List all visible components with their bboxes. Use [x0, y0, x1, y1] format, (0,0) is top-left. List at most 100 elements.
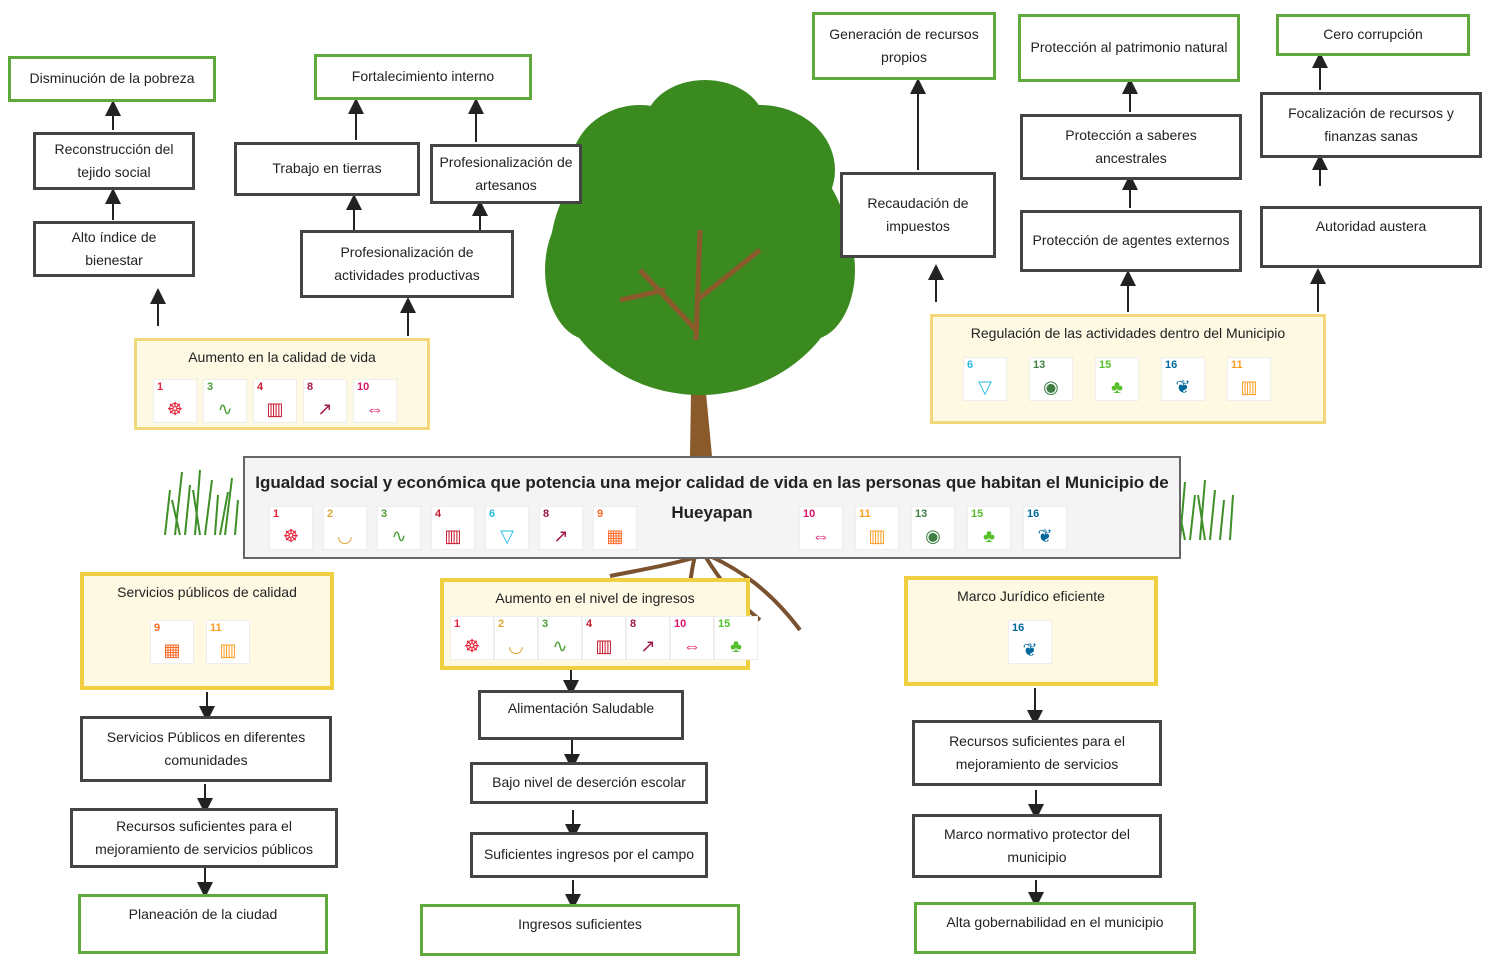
- box-label: Alimentación Saludable: [507, 700, 655, 716]
- sdg-glyph: ▥: [444, 526, 462, 546]
- box-marco-normativo: Marco normativo protector del municipio: [912, 814, 1162, 878]
- sdg-glyph: ▽: [500, 526, 514, 546]
- box-autoridad-austera: Autoridad austera: [1260, 206, 1482, 268]
- sdg-11-icon: 11 ▥: [1227, 357, 1271, 401]
- sdg-glyph: ▥: [1240, 377, 1258, 397]
- box-label: Recursos suficientes para el mejoramient…: [949, 732, 1125, 772]
- goal-alta-gobernabilidad: Alta gobernabilidad en el municipio: [914, 902, 1196, 954]
- box-recursos-servicios-publicos: Recursos suficientes para el mejoramient…: [70, 808, 338, 868]
- sdg-number: 1: [454, 618, 461, 630]
- sdg-10-icon: 10⇔: [670, 616, 714, 660]
- sdg-number: 1: [157, 381, 164, 393]
- box-label: Suficientes ingresos por el campo: [483, 846, 695, 863]
- sdg-number: 16: [1165, 359, 1178, 371]
- box-alimentacion-saludable: Alimentación Saludable: [478, 690, 684, 740]
- sdg-number: 13: [915, 508, 928, 520]
- sdg-10-icon: 10⇔: [353, 379, 397, 423]
- sdg-number: 9: [597, 508, 604, 520]
- sdg-number: 6: [489, 508, 496, 520]
- group-title: Aumento en el nivel de ingresos: [495, 590, 695, 606]
- sdg-8-icon: 8↗: [626, 616, 670, 660]
- box-label: Reconstrucción del tejido social: [54, 140, 174, 180]
- box-label: Recaudación de impuestos: [867, 194, 969, 234]
- grass-left: [164, 469, 239, 536]
- sdg-glyph: ◡: [337, 526, 353, 546]
- sdg-number: 4: [435, 508, 442, 520]
- box-label: Disminución de la pobreza: [29, 70, 195, 87]
- sdg-number: 6: [967, 359, 974, 371]
- sdg-glyph: ♣: [983, 526, 995, 546]
- tree-branches: [619, 229, 762, 341]
- sdg-number: 15: [971, 508, 984, 520]
- sdg-13-icon: 13 ◉: [1029, 357, 1073, 401]
- box-reconstruccion-tejido: Reconstrucción del tejido social: [33, 132, 195, 190]
- sdg-1-icon: 1☸: [269, 506, 313, 550]
- box-label: Protección a saberes ancestrales: [1065, 126, 1197, 166]
- box-label: Alta gobernabilidad en el municipio: [946, 914, 1164, 930]
- box-profesionalizacion-artesanos: Profesionalización de artesanos: [430, 144, 582, 204]
- sdg-4-icon: 4▥: [582, 616, 626, 660]
- sdg-number: 4: [257, 381, 264, 393]
- sdg-number: 11: [859, 508, 871, 520]
- box-label: Alto índice de bienestar: [71, 228, 157, 268]
- sdg-15-icon: 15 ♣: [714, 616, 758, 660]
- box-label: Autoridad austera: [1315, 218, 1427, 234]
- sdg-2-icon: 2◡: [494, 616, 538, 660]
- sdg-number: 10: [803, 508, 816, 520]
- arrows: [105, 52, 1328, 910]
- sdg-glyph: ☸: [282, 526, 300, 546]
- sdg-10-icon: 10⇔: [799, 506, 843, 550]
- sdg-glyph: ↗: [640, 636, 656, 656]
- sdg-glyph: ∿: [552, 636, 568, 656]
- group-nivel-ingresos: Aumento en el nivel de ingresos 1☸2◡3∿4▥…: [440, 578, 758, 670]
- sdg-glyph: ❦: [1022, 640, 1038, 660]
- sdg-icons: 1☸2◡3∿4▥8↗10⇔15♣: [450, 616, 758, 660]
- sdg-4-icon: 4▥: [253, 379, 297, 423]
- sdg-glyph: ▥: [266, 399, 284, 419]
- sdg-glyph: ⇔: [366, 399, 384, 419]
- sdg-15-icon: 15♣: [1095, 357, 1139, 401]
- sdg-1-icon: 1☸: [153, 379, 197, 423]
- box-ingresos-campo: Suficientes ingresos por el campo: [470, 832, 708, 878]
- box-label: Planeación de la ciudad: [128, 906, 278, 922]
- sdg-8-icon: 8↗: [303, 379, 347, 423]
- sdg-glyph: ⇔: [683, 636, 701, 656]
- sdg-number: 8: [630, 618, 637, 630]
- box-label: Protección de agentes externos: [1032, 232, 1230, 249]
- sdg-glyph: ◡: [508, 636, 524, 656]
- box-label: Marco normativo protector del municipio: [944, 825, 1130, 865]
- sdg-number: 15: [718, 618, 731, 630]
- box-label: Trabajo en tierras: [272, 160, 382, 177]
- goal-cero-corrupcion: Cero corrupción: [1276, 14, 1470, 56]
- box-servicios-comunidades: Servicios Públicos en diferentes comunid…: [80, 716, 332, 782]
- sdg-number: 13: [1033, 359, 1046, 371]
- sdg-3-icon: 3∿: [538, 616, 582, 660]
- sdg-glyph: ▥: [595, 636, 613, 656]
- group-title: Regulación de las actividades dentro del…: [970, 325, 1286, 341]
- sdg-3-icon: 3∿: [377, 506, 421, 550]
- sdg-number: 3: [381, 508, 388, 520]
- sdg-icons: 16 ❦: [1008, 620, 1052, 664]
- box-saberes-ancestrales: Protección a saberes ancestrales: [1020, 114, 1242, 180]
- sdg-glyph: ◉: [1043, 377, 1059, 397]
- sdg-number: 8: [543, 508, 550, 520]
- box-label: Profesionalización de actividades produc…: [334, 243, 480, 283]
- sdg-3-icon: 3∿: [203, 379, 247, 423]
- sdg-number: 11: [210, 622, 222, 634]
- box-label: Ingresos suficientes: [518, 916, 642, 932]
- sdg-number: 16: [1012, 622, 1025, 634]
- goal-generacion-recursos: Generación de recursos propios: [812, 12, 996, 80]
- sdg-16-icon: 16❦: [1023, 506, 1067, 550]
- sdg-number: 2: [498, 618, 505, 630]
- group-marco-juridico: Marco Jurídico eficiente 16❦: [904, 576, 1158, 686]
- sdg-glyph: ♣: [730, 636, 742, 656]
- sdg-number: 3: [207, 381, 214, 393]
- sdg-6-icon: 6▽: [485, 506, 529, 550]
- sdg-number: 11: [1231, 359, 1243, 371]
- sdg-11-icon: 11 ▥: [855, 506, 899, 550]
- sdg-glyph: ▥: [868, 526, 886, 546]
- sdg-15-icon: 15 ♣: [967, 506, 1011, 550]
- sdg-glyph: ☸: [166, 399, 184, 419]
- box-label: Servicios Públicos en diferentes comunid…: [106, 728, 306, 768]
